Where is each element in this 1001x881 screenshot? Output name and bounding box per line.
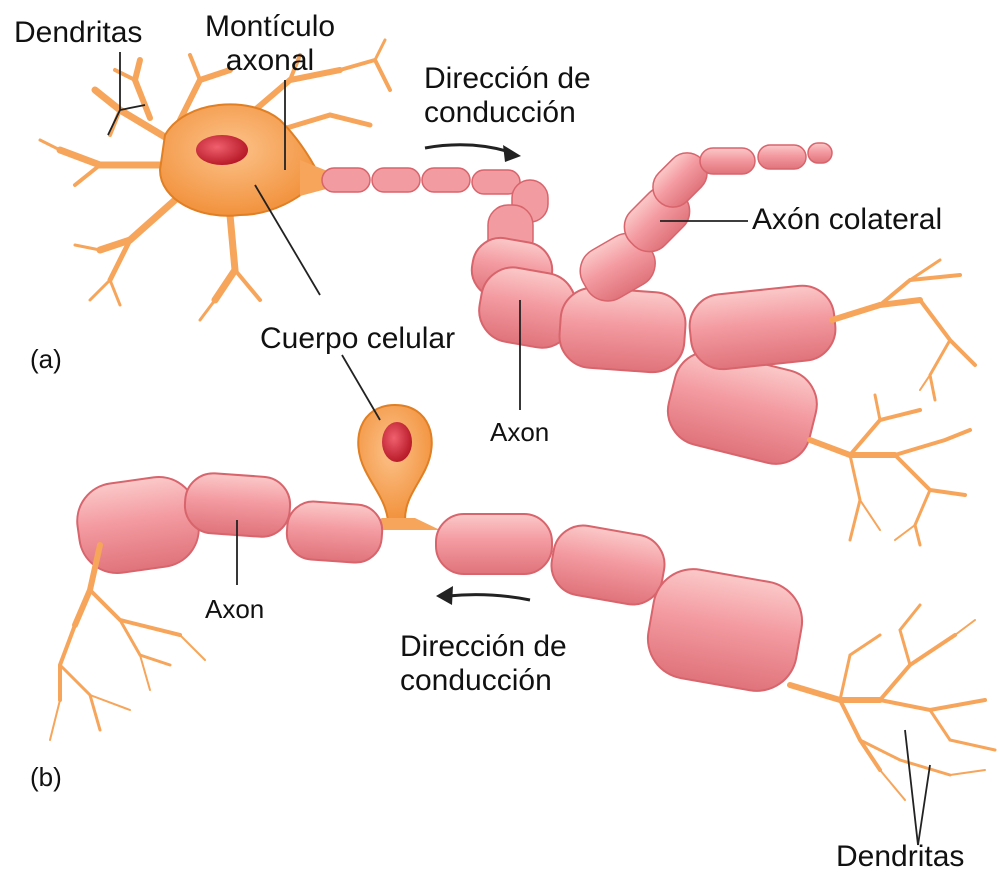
direction-arrow-a [425, 145, 510, 152]
axon-terminals-a [810, 260, 975, 545]
label-monticulo-axonal: Montículo axonal [205, 10, 335, 78]
label-monticulo-line1: Montículo [205, 10, 335, 44]
label-dendritas-top: Dendritas [14, 16, 142, 50]
direction-arrowhead-a [503, 145, 521, 162]
label-axon-b: Axon [205, 592, 264, 626]
nucleus-b [382, 422, 412, 462]
label-panel-b: (b) [30, 760, 62, 794]
nucleus-a [196, 135, 248, 165]
label-direccion-b: Dirección de conducción [400, 630, 567, 698]
label-direccion-a-line2: conducción [424, 96, 591, 130]
dendrites-b-right [790, 605, 995, 800]
label-axon-colateral: Axón colateral [752, 203, 942, 237]
label-direccion-b-line2: conducción [400, 664, 567, 698]
label-cuerpo-celular: Cuerpo celular [260, 322, 455, 356]
label-axon-a: Axon [490, 415, 549, 449]
label-direccion-a: Dirección de conducción [424, 62, 591, 130]
label-direccion-a-line1: Dirección de [424, 62, 591, 96]
label-monticulo-line2: axonal [205, 44, 335, 78]
label-dendritas-bottom: Dendritas [836, 840, 964, 874]
axon-terminals-b-left [50, 545, 205, 740]
direction-arrow-b [448, 595, 530, 600]
direction-arrowhead-b [436, 586, 453, 605]
label-direccion-b-line1: Dirección de [400, 630, 567, 664]
label-panel-a: (a) [30, 342, 62, 376]
